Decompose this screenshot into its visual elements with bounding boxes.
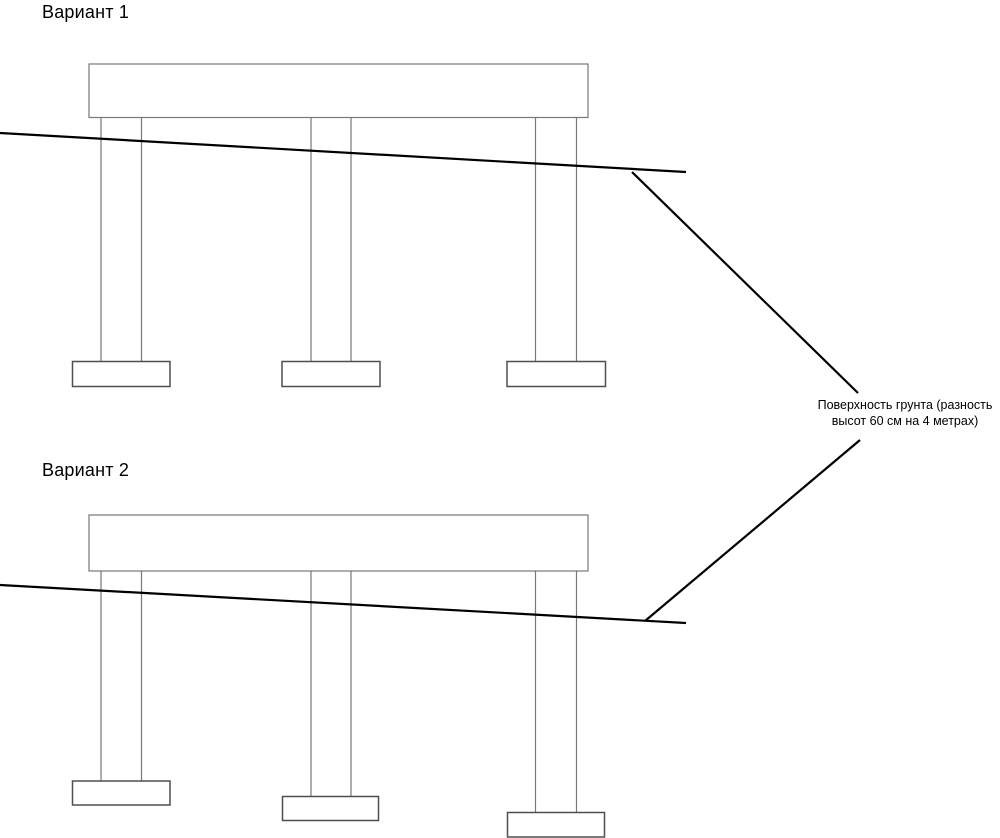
leader-line-variant1 bbox=[631, 171, 859, 394]
variant1-footing-1 bbox=[71, 360, 171, 388]
variant1-title: Вариант 1 bbox=[42, 2, 130, 22]
variant1-cap-slab bbox=[88, 63, 589, 119]
leader-line-variant2 bbox=[644, 439, 861, 622]
variant1-footing-3 bbox=[506, 360, 607, 388]
variant2-footing-2 bbox=[281, 795, 380, 822]
variant2-footing-1 bbox=[71, 780, 171, 806]
variant2-title: Вариант 2 bbox=[42, 460, 130, 480]
ground-surface-label-line1: Поверхность грунта (разность bbox=[817, 398, 993, 412]
ground-surface-label: Поверхность грунта (разность высот 60 см… bbox=[799, 398, 1000, 429]
variant2-cap-slab bbox=[88, 514, 589, 572]
variant2-footing-3 bbox=[506, 811, 606, 838]
ground-surface-line-variant2 bbox=[0, 583, 687, 625]
ground-surface-label-line2: высот 60 см на 4 метрах) bbox=[831, 413, 979, 428]
ground-surface-line-variant1 bbox=[0, 131, 687, 174]
variant1-footing-2 bbox=[281, 360, 381, 388]
